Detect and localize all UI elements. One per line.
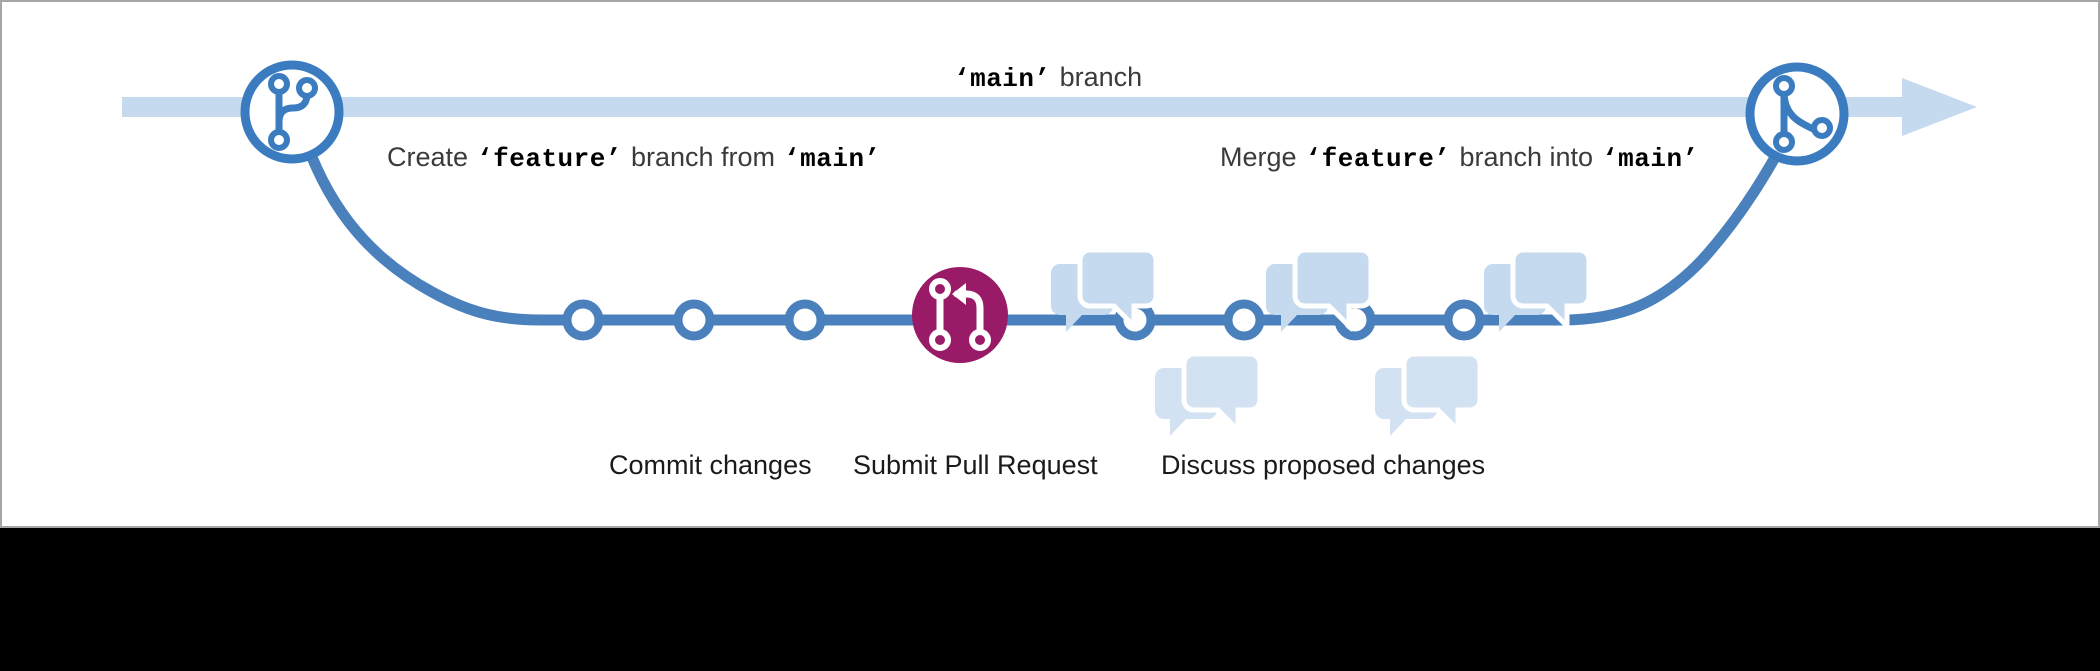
speech-bubble-large: [1292, 247, 1374, 333]
feature-branch-path: [296, 124, 1796, 326]
main-branch-label: ‘main’ branch: [954, 62, 1143, 94]
speech-bubble-large: [1510, 247, 1592, 333]
main-branch-word: branch: [1059, 62, 1143, 92]
create-middle-text: branch from: [630, 142, 776, 172]
git-branch-icon: [268, 73, 318, 151]
create-main-code: ‘main’: [784, 144, 881, 174]
git-workflow-illustration: [122, 60, 1977, 437]
merge-middle-text: branch into: [1459, 142, 1594, 172]
speech-bubbles-icon[interactable]: [1051, 247, 1592, 333]
git-branch-node-start[interactable]: [240, 60, 344, 164]
commit-dot[interactable]: [673, 299, 715, 341]
commit-dot[interactable]: [562, 299, 604, 341]
pull-request-circle: [912, 267, 1008, 363]
main-branch-code: ‘main’: [954, 64, 1051, 94]
commit-changes-label: Commit changes: [609, 450, 812, 480]
commit-dot[interactable]: [1443, 299, 1485, 341]
speech-bubble-large: [1401, 351, 1483, 437]
merge-lead-text: Merge: [1220, 142, 1297, 172]
create-feature-branch-label: Create ‘feature’ branch from ‘main’: [387, 142, 881, 174]
main-branch-track: [122, 78, 1977, 136]
discuss-proposed-changes-label: Discuss proposed changes: [1161, 450, 1486, 480]
speech-bubble-large: [1181, 351, 1263, 437]
main-branch-bar: [122, 97, 1912, 117]
create-lead-text: Create: [387, 142, 469, 172]
merge-feature-branch-label: Merge ‘feature’ branch into ‘main’: [1220, 142, 1699, 174]
merge-node-circle: [1745, 62, 1849, 166]
feature-branch-line: [296, 124, 1796, 326]
merge-main-code: ‘main’: [1602, 144, 1699, 174]
speech-bubbles-icon-lower[interactable]: [1155, 351, 1483, 437]
create-feature-code: ‘feature’: [477, 144, 622, 174]
pull-request-node[interactable]: [912, 267, 1008, 363]
branch-node-circle: [240, 60, 344, 164]
commit-dots-before-pr: [562, 299, 826, 341]
git-pull-request-icon: [929, 278, 991, 351]
commit-dot[interactable]: [1223, 299, 1265, 341]
bottom-black-band: [0, 528, 2100, 671]
diagram-canvas: ‘main’ branch Create ‘feature’ branch from ‘…: [0, 0, 2100, 528]
commit-dot[interactable]: [784, 299, 826, 341]
arrow-right-icon: [1902, 78, 1977, 136]
git-merge-node-end[interactable]: [1745, 62, 1849, 166]
merge-feature-code: ‘feature’: [1305, 144, 1451, 174]
submit-pull-request-label: Submit Pull Request: [853, 450, 1098, 480]
git-merge-icon: [1773, 75, 1833, 153]
speech-bubble-large: [1077, 247, 1159, 333]
